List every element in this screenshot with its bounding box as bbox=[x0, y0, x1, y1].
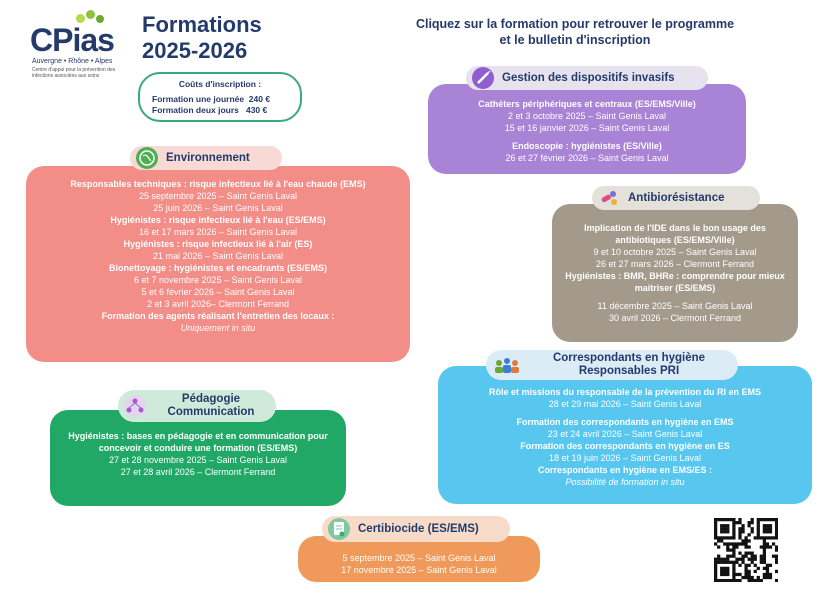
session-date: 11 décembre 2025 – Saint Genis Laval bbox=[597, 301, 753, 311]
pills-icon bbox=[598, 187, 620, 209]
session-date: 17 novembre 2025 – Saint Genis Laval bbox=[341, 565, 497, 575]
training-title: Hygiénistes : bases en pédagogie et en c… bbox=[68, 431, 328, 453]
training-title: Responsables techniques : risque infecti… bbox=[70, 179, 366, 189]
correspondants-content: Rôle et missions du responsable de la pr… bbox=[438, 366, 812, 488]
session-date: 28 et 29 mai 2026 – Saint Genis Laval bbox=[548, 399, 702, 409]
training-title: Rôle et missions du responsable de la pr… bbox=[488, 387, 762, 397]
antibio-label: Antibiorésistance bbox=[628, 192, 725, 204]
logo-dots bbox=[76, 10, 104, 24]
training-title: Implication de l'IDE dans le bon usage d… bbox=[584, 223, 766, 245]
correspondants-card[interactable]: Rôle et missions du responsable de la pr… bbox=[438, 366, 812, 504]
training-title: Bionettoyage : hygiénistes et encadrants… bbox=[108, 263, 328, 273]
session-date: 27 et 28 novembre 2025 – Saint Genis Lav… bbox=[108, 455, 288, 465]
qr-code-icon[interactable] bbox=[714, 518, 779, 583]
page-title: Formations 2025-2026 bbox=[142, 12, 262, 63]
session-date: 9 et 10 octobre 2025 – Saint Genis Laval bbox=[593, 247, 757, 257]
session-date: 30 avril 2026 – Clermont Ferrand bbox=[608, 313, 742, 323]
syringe-icon bbox=[472, 67, 494, 89]
invasifs-content: Cathéters périphériques et centraux (ES/… bbox=[428, 84, 746, 164]
certibiocide-header[interactable]: Certibiocide (ES/EMS) bbox=[322, 516, 510, 542]
training-title: Cathéters périphériques et centraux (ES/… bbox=[478, 99, 696, 109]
session-date: 15 et 16 janvier 2026 – Saint Genis Lava… bbox=[504, 123, 670, 133]
training-title: Hygiénistes : risque infectieux lié à l'… bbox=[123, 239, 313, 249]
logo-description: Centre d'appui pour la prévention des in… bbox=[32, 67, 116, 79]
session-date: 6 et 7 novembre 2025 – Saint Genis Laval bbox=[133, 275, 303, 285]
costs-heading: Coûts d'inscription : bbox=[178, 79, 262, 89]
session-date: 5 septembre 2025 – Saint Genis Laval bbox=[342, 553, 496, 563]
pedagogie-content: Hygiénistes : bases en pédagogie et en c… bbox=[50, 410, 346, 478]
certibiocide-card[interactable]: 5 septembre 2025 – Saint Genis Laval 17 n… bbox=[298, 536, 540, 582]
pedagogie-card[interactable]: Hygiénistes : bases en pédagogie et en c… bbox=[50, 410, 346, 506]
session-date: 26 et 27 mars 2026 – Clermont Ferrand bbox=[595, 259, 755, 269]
session-date: 2 et 3 avril 2026– Clermont Ferrand bbox=[146, 299, 290, 309]
training-title: Endoscopie : hygiénistes (ES/Ville) bbox=[512, 141, 662, 151]
training-title: Formation des agents réalisant l'entreti… bbox=[101, 311, 335, 321]
environnement-header[interactable]: Environnement bbox=[130, 146, 282, 170]
antibio-content: Implication de l'IDE dans le bon usage d… bbox=[552, 204, 798, 324]
session-date: 18 et 19 juin 2026 – Saint Genis Laval bbox=[548, 453, 702, 463]
invasifs-header[interactable]: Gestion des dispositifs invasifs bbox=[466, 66, 708, 90]
certibiocide-content: 5 septembre 2025 – Saint Genis Laval 17 n… bbox=[298, 536, 540, 576]
cost-two-days: Formation deux jours 430 € bbox=[152, 105, 268, 115]
environnement-content: Responsables techniques : risque infecti… bbox=[26, 166, 410, 334]
antibio-card[interactable]: Implication de l'IDE dans le bon usage d… bbox=[552, 204, 798, 342]
session-date: 25 septembre 2025 – Saint Genis Laval bbox=[138, 191, 298, 201]
correspondants-label2: Responsables PRI bbox=[578, 365, 680, 377]
team-icon bbox=[492, 354, 522, 376]
correspondants-label: Correspondants en hygiène bbox=[552, 352, 706, 364]
instructions: Cliquez sur la formation pour retrouver … bbox=[415, 17, 735, 47]
session-date: 2 et 3 octobre 2025 – Saint Genis Laval bbox=[507, 111, 667, 121]
training-title: Hygiénistes : BMR, BHRe : comprendre pou… bbox=[565, 271, 785, 293]
people-network-icon bbox=[124, 395, 146, 417]
pedagogie-label2: Communication bbox=[167, 406, 255, 418]
training-title: Hygiénistes : risque infectieux lié à l'… bbox=[110, 215, 326, 225]
pedagogie-label: Pédagogie bbox=[181, 393, 241, 405]
session-date: Possibilité de formation in situ bbox=[565, 477, 685, 487]
costs-box: Coûts d'inscription : Formation une jour… bbox=[138, 72, 302, 122]
globe-icon bbox=[136, 147, 158, 169]
invasifs-card[interactable]: Cathéters périphériques et centraux (ES/… bbox=[428, 84, 746, 174]
session-date: 23 et 24 avril 2026 – Saint Genis Laval bbox=[547, 429, 703, 439]
pedagogie-header[interactable]: Pédagogie Communication bbox=[118, 390, 276, 422]
certificate-icon bbox=[328, 518, 350, 540]
session-date: 27 et 28 avril 2026 – Clermont Ferrand bbox=[120, 467, 276, 477]
session-date: 26 et 27 février 2026 – Saint Genis Lava… bbox=[505, 153, 669, 163]
training-title: Formation des correspondants en hygiène … bbox=[520, 441, 730, 451]
session-date: 5 et 6 février 2026 – Saint Genis Laval bbox=[141, 287, 295, 297]
certibiocide-label: Certibiocide (ES/EMS) bbox=[358, 523, 479, 535]
session-date: 16 et 17 mars 2026 – Saint Genis Laval bbox=[138, 227, 298, 237]
training-title: Formation des correspondants en hygiène … bbox=[516, 417, 734, 427]
invasifs-label: Gestion des dispositifs invasifs bbox=[502, 72, 675, 84]
logo-region: Auvergne • Rhône • Alpes bbox=[32, 58, 113, 65]
session-date: Uniquement in situ bbox=[180, 323, 256, 333]
cost-one-day: Formation une journée 240 € bbox=[152, 94, 271, 104]
correspondants-header[interactable]: Correspondants en hygiène Responsables P… bbox=[486, 350, 738, 380]
logo: CPias bbox=[30, 22, 115, 58]
training-title: Correspondants en hygiène en EMS/ES : bbox=[537, 465, 713, 475]
session-date: 25 juin 2026 – Saint Genis Laval bbox=[153, 203, 283, 213]
session-date: 21 mai 2026 – Saint Genis Laval bbox=[152, 251, 284, 261]
environnement-card[interactable]: Responsables techniques : risque infecti… bbox=[26, 166, 410, 362]
environnement-label: Environnement bbox=[166, 152, 250, 164]
antibio-header[interactable]: Antibiorésistance bbox=[592, 186, 760, 210]
